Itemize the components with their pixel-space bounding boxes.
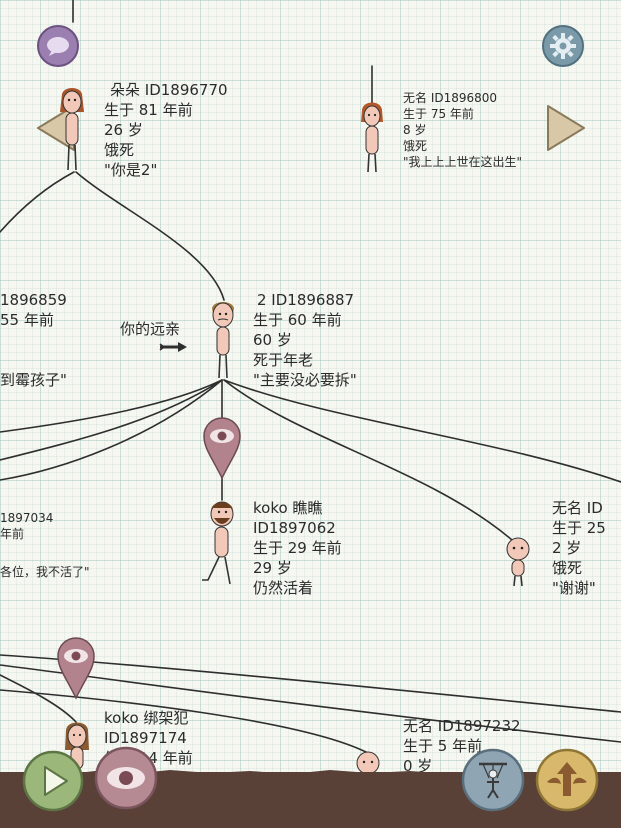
age: 0 岁 — [403, 757, 433, 775]
age: 29 岁 — [253, 559, 292, 577]
birth: 生于 29 年前 — [253, 539, 342, 557]
watch-pin[interactable] — [203, 416, 241, 480]
eye-icon — [203, 417, 241, 480]
age: 60 岁 — [253, 331, 292, 349]
name-id: 1896859 — [0, 291, 67, 309]
winged-arrow-up-icon — [535, 748, 599, 812]
person-info-wuming-right: 无名 ID 生于 25 2 岁 饿死 "谢谢" — [552, 498, 606, 598]
birth: 55 年前 — [0, 311, 54, 329]
cause: 饿死 — [104, 141, 135, 159]
person-info-1896887: 2 ID1896887 生于 60 年前 60 岁 死于年老 "主要没必要拆" — [253, 290, 357, 390]
quote: "我上上上世在这出生" — [403, 155, 523, 169]
ascend-button[interactable] — [535, 748, 599, 812]
person-info-koko-qiaoqiao: koko 瞧瞧 ID1897062 生于 29 年前 29 岁 仍然活着 — [253, 498, 342, 598]
birth: 生于 25 — [552, 519, 606, 537]
next-generation-button[interactable] — [544, 102, 588, 154]
puppet-button[interactable] — [461, 748, 525, 812]
person-info-1896859: 1896859 55 年前 到霉孩子" — [0, 290, 67, 390]
birth: 年前 — [0, 527, 25, 541]
person-1896887[interactable] — [206, 300, 240, 380]
person-koko-bangjia[interactable] — [62, 720, 92, 770]
name: koko 绑架犯 — [104, 709, 189, 727]
id: ID1897174 — [104, 729, 187, 747]
quote: "谢谢" — [552, 579, 596, 597]
distant-relative-label: 你的远亲 — [120, 320, 181, 338]
id: ID1897062 — [253, 519, 336, 537]
watch-button[interactable] — [94, 746, 158, 810]
quote: "你是2" — [104, 161, 158, 179]
person-info-1896800: 无名 ID1896800 生于 75 年前 8 岁 饿死 "我上上上世在这出生" — [403, 90, 522, 170]
name-id: 2 ID1896887 — [257, 291, 355, 309]
quote: 各位，我不活了" — [0, 565, 90, 579]
arrow-right-icon — [159, 342, 187, 352]
gear-icon — [542, 25, 584, 67]
eye-icon — [94, 746, 158, 810]
status: 仍然活着 — [253, 579, 314, 597]
birth: 生于 81 年前 — [104, 101, 193, 119]
name-id: 1897034 — [0, 511, 54, 525]
play-button[interactable] — [22, 750, 84, 812]
triangle-right-icon — [547, 105, 585, 151]
birth: 生于 60 年前 — [253, 311, 342, 329]
person-info-1897232: 无名 ID1897232 生于 5 年前 0 岁 — [403, 716, 521, 776]
person-info-1897034: 1897034 年前 各位，我不活了" — [0, 510, 90, 580]
name-id: 朵朵 ID1896770 — [110, 81, 228, 99]
person-1896800[interactable] — [357, 100, 387, 174]
quote: 到霉孩子" — [0, 371, 67, 389]
distant-relative-hint: 你的远亲 — [120, 318, 180, 339]
cause: 饿死 — [552, 559, 583, 577]
name: koko 瞧瞧 — [253, 499, 323, 517]
chat-bubble-icon — [37, 25, 79, 67]
person-duoduo[interactable] — [56, 88, 88, 172]
person-wuming-right[interactable] — [503, 536, 533, 588]
name-id: 无名 ID1897232 — [403, 717, 521, 735]
age: 26 岁 — [104, 121, 143, 139]
puppet-icon — [461, 748, 525, 812]
cause: 死于年老 — [253, 351, 314, 369]
name-id: 无名 ID — [552, 499, 603, 517]
play-icon — [22, 750, 84, 812]
person-info-duoduo: 朵朵 ID1896770 生于 81 年前 26 岁 饿死 "你是2" — [104, 80, 228, 180]
name-id: 无名 ID1896800 — [403, 91, 498, 105]
birth: 生于 5 年前 — [403, 737, 483, 755]
watch-pin-lower[interactable] — [57, 636, 95, 700]
eye-icon — [57, 637, 95, 700]
age: 8 岁 — [403, 123, 427, 137]
quote: "主要没必要拆" — [253, 371, 357, 389]
birth: 生于 75 年前 — [403, 107, 474, 121]
person-koko-qiaoqiao[interactable] — [198, 500, 242, 588]
chat-button[interactable] — [36, 24, 80, 68]
settings-button[interactable] — [541, 24, 585, 68]
age: 2 岁 — [552, 539, 582, 557]
cause: 饿死 — [403, 139, 428, 153]
